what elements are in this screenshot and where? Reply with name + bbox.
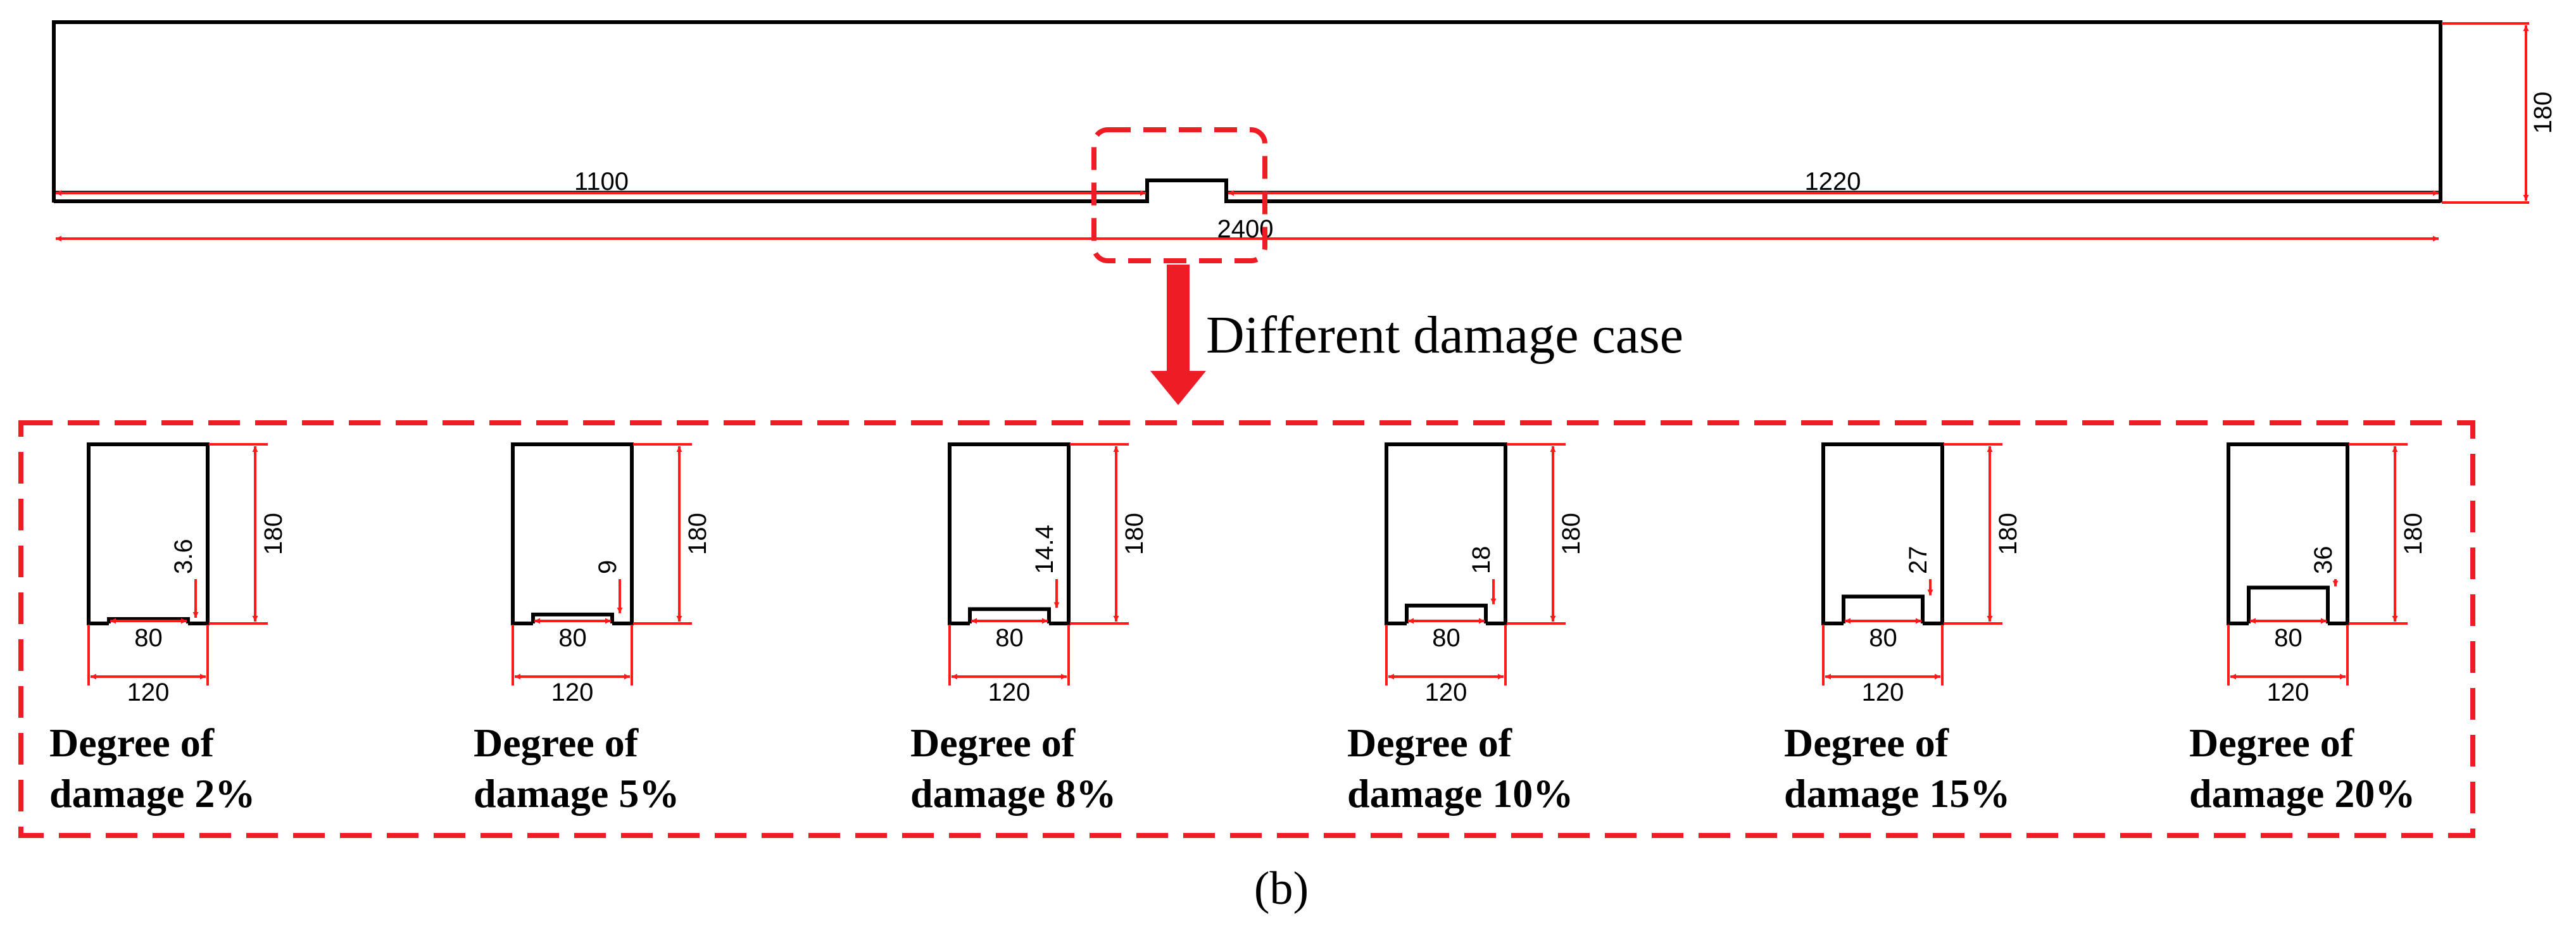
section-outline: [1821, 442, 1944, 625]
notch-width-label: 80: [1432, 624, 1461, 652]
height-label: 180: [1121, 513, 1148, 555]
damage-depth-label: 9: [594, 560, 622, 574]
section-outline: [1385, 442, 1507, 625]
transition-arrow: [1150, 265, 1206, 405]
beam-bottom-edge-with-notch: [54, 178, 2441, 203]
notch-width-label: 80: [558, 624, 587, 652]
caption-different-damage-case: Different damage case: [1206, 306, 1683, 365]
dim-label-left: 1100: [574, 168, 629, 196]
section-outline: [2227, 442, 2349, 625]
height-label: 180: [1994, 513, 2022, 555]
width-label: 120: [1425, 679, 1467, 706]
dim-label-height: 180: [2529, 92, 2557, 134]
notch-width-label: 80: [2274, 624, 2303, 652]
degree-label-line2: damage 8%: [910, 771, 1116, 816]
width-label: 120: [1862, 679, 1904, 706]
subfigure-label: (b): [1254, 863, 1309, 915]
degree-label-line1: Degree of: [49, 720, 215, 765]
degree-label-line2: damage 10%: [1347, 771, 1573, 816]
dim-label-right: 1220: [1805, 168, 1861, 196]
damage-depth-label: 14.4: [1031, 525, 1059, 574]
degree-label-line1: Degree of: [1347, 720, 1512, 765]
notch-outline: [531, 612, 614, 623]
height-label: 180: [2399, 513, 2427, 555]
degree-label-line2: damage 15%: [1784, 771, 2010, 816]
height-label: 180: [1557, 513, 1585, 555]
section-outline: [948, 442, 1071, 625]
notch-width-label: 80: [134, 624, 163, 652]
width-label: 120: [551, 679, 594, 706]
notch-highlight-box: [1091, 127, 1267, 263]
width-label: 120: [127, 679, 170, 706]
arrow-head: [1150, 371, 1206, 405]
degree-label-line1: Degree of: [1784, 720, 1949, 765]
beam-body: [52, 20, 2442, 203]
arrow-shaft: [1167, 265, 1190, 373]
cases-frame: [18, 420, 2475, 838]
damage-depth-label: 36: [2309, 546, 2337, 575]
degree-label-line1: Degree of: [474, 720, 639, 765]
degree-label-line2: damage 2%: [49, 771, 255, 816]
beam-elevation: 1100 1220 2400 180: [52, 20, 2557, 263]
damage-depth-label: 27: [1904, 546, 1932, 575]
damage-depth-label: 3.6: [170, 539, 198, 574]
notch-outline: [968, 607, 1051, 623]
degree-label-line1: Degree of: [910, 720, 1076, 765]
degree-label-line2: damage 20%: [2189, 771, 2415, 816]
notch-width-label: 80: [1869, 624, 1897, 652]
notch-outline: [2247, 585, 2330, 623]
degree-label-line1: Degree of: [2189, 720, 2354, 765]
width-label: 120: [988, 679, 1031, 706]
degree-label-line2: damage 5%: [474, 771, 679, 816]
section-outline: [511, 442, 634, 625]
width-label: 120: [2267, 679, 2309, 706]
notch-width-label: 80: [995, 624, 1024, 652]
notch-outline: [1842, 594, 1925, 623]
height-label: 180: [684, 513, 712, 555]
damage-depth-label: 18: [1467, 546, 1495, 575]
beam-outline: [54, 22, 2441, 201]
height-label: 180: [260, 513, 287, 555]
section-outline: [87, 442, 210, 625]
notch-outline: [1405, 603, 1488, 623]
